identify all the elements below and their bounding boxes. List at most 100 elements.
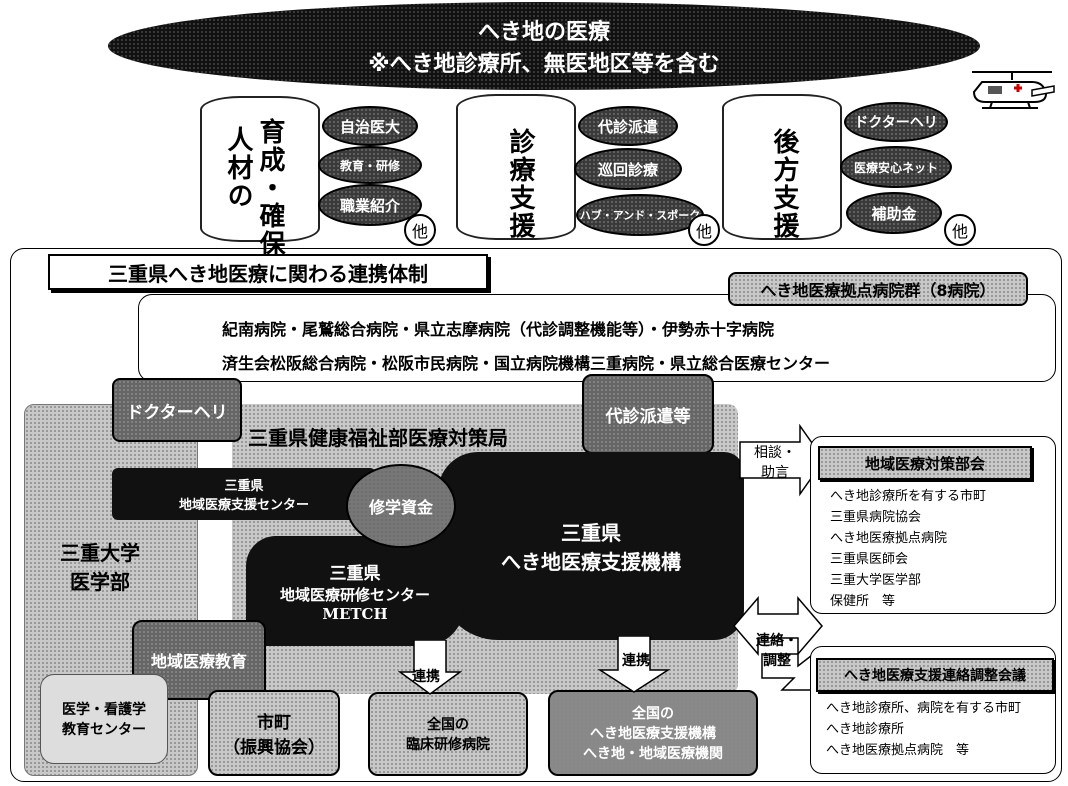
pillar1-vertical-right: 育成・確保 <box>255 118 285 258</box>
nursing-center-line2: 教育センター <box>62 722 146 738</box>
pillar2-item-hub-label: ハブ・アンド・スポーク <box>579 209 701 222</box>
national-support-line1: 全国の <box>632 706 674 722</box>
regional-council-member: 保健所 等 <box>830 594 896 609</box>
pillar3-item-heli-label: ドクターヘリ <box>854 115 938 131</box>
base-hospitals-box <box>138 294 1056 382</box>
scholarship-bubble: 修学資金 <box>346 464 456 548</box>
coordinate-label: 連絡・ 調整 <box>752 628 802 672</box>
pillar3-etc: 他 <box>944 214 976 246</box>
pillar1-item-kyoiku-label: 教育・研修 <box>339 158 400 173</box>
base-hospitals-line1: 紀南病院・尾鷲総合病院・県立志摩病院（代診調整機能等）・伊勢赤十字病院 <box>222 320 775 339</box>
mie-univ-label: 三重大学 医学部 <box>40 536 160 596</box>
base-hospitals-line2: 済生会松阪総合病院・松阪市民病院・国立病院機構三重病院・県立総合医療センター <box>222 354 831 373</box>
metch-line1: 三重県 <box>329 564 381 584</box>
regional-support-center-line2: 地域医療支援センター <box>178 498 309 513</box>
pillar2-item-junkai: 巡回診療 <box>574 148 682 190</box>
pillar3-item-heli: ドクターヘリ <box>844 102 948 142</box>
dispatch-label: 代診派遣等 <box>605 406 691 427</box>
pillar2-etc: 他 <box>688 214 720 246</box>
metch-box: 三重県 地域医療研修センター METCH <box>246 536 464 646</box>
municipality-box: 市町 （振興協会） <box>208 690 340 776</box>
pillar-koho <box>722 94 842 240</box>
pillar1-etc: 他 <box>404 214 436 246</box>
regional-council-member: へき地医療拠点病院 <box>830 531 948 546</box>
dispatch-box: 代診派遣等 <box>582 374 714 454</box>
pillar1-etc-label: 他 <box>411 222 428 241</box>
pillar2-etc-label: 他 <box>695 222 712 241</box>
pillar2-item-hub: ハブ・アンド・スポーク <box>576 194 704 236</box>
clinical-hospitals-box: 全国の 臨床研修病院 <box>368 692 528 776</box>
pillar1-item-kyoiku: 教育・研修 <box>318 146 422 184</box>
regional-education-label: 地域医療教育 <box>150 652 247 671</box>
pillar-jinzai <box>200 96 320 242</box>
framework-title: 三重県へき地医療に関わる連携体制 <box>48 254 488 290</box>
renkei-right-label: 連携 <box>622 653 650 669</box>
mie-univ-line1: 三重大学 <box>60 541 140 565</box>
support-org-line1: 三重県 <box>561 521 621 545</box>
scholarship-label: 修学資金 <box>368 498 433 517</box>
national-support-box: 全国の へき地医療支援機構 へき地・地域医療機関 <box>548 690 758 776</box>
top-ellipse: へき地の医療 ※へき地診療所、無医地区等を含む <box>108 2 980 90</box>
pillar1-vertical-left: 人材の <box>223 126 253 210</box>
pillar1-item-shokugyo: 職業紹介 <box>318 184 422 226</box>
regional-council-label: 地域医療対策部会 <box>818 446 1032 480</box>
pillar3-item-hojokin-label: 補助金 <box>871 204 917 223</box>
pillar1-item-shokugyo-label: 職業紹介 <box>339 196 400 215</box>
pillar3-item-net-label: 医療安心ネット <box>853 160 938 175</box>
pillar-shinryo <box>456 94 576 240</box>
pillar2-item-daishin-label: 代診派遣 <box>597 117 658 136</box>
pillar3-item-net: 医療安心ネット <box>840 146 952 188</box>
municipality-line2: （振興協会） <box>223 738 325 758</box>
regional-council-member: 三重大学医学部 <box>830 573 922 588</box>
coordinate-line1: 連絡・ <box>756 633 798 649</box>
pillar3-vertical: 後方支援 <box>769 128 799 240</box>
coordination-meeting-label: へき地医療支援連絡調整会議 <box>816 658 1054 692</box>
regional-council-members: へき地診療所を有する市町 三重県病院協会 へき地医療拠点病院 三重県医師会 三重… <box>830 486 986 612</box>
doctor-heli-label: ドクターヘリ <box>126 402 228 423</box>
base-hospitals-label-text: へき地医療拠点病院群（8病院） <box>760 281 996 300</box>
national-support-line3: へき地・地域医療機関 <box>583 746 723 762</box>
pillar2-item-daishin: 代診派遣 <box>578 106 678 146</box>
bureau-title: 三重県健康福祉部医療対策局 <box>248 426 508 450</box>
coordination-meeting-member: へき地診療所、病院を有する市町 <box>826 701 1022 716</box>
regional-council-member: 三重県病院協会 <box>830 510 922 525</box>
coordinate-arrow <box>733 596 823 691</box>
nursing-center-box: 医学・看護学 教育センター <box>40 674 168 764</box>
pillar3-item-hojokin: 補助金 <box>846 192 942 234</box>
pillar1-item-jichi-label: 自治医大 <box>339 117 400 136</box>
consult-line2: 助言 <box>761 465 789 481</box>
metch-line2: 地域医療研修センター <box>279 586 430 604</box>
regional-council-label-text: 地域医療対策部会 <box>864 454 985 473</box>
framework-title-text: 三重県へき地医療に関わる連携体制 <box>108 261 428 286</box>
coordination-meeting-label-text: へき地医療支援連絡調整会議 <box>844 668 1026 684</box>
clinical-hospitals-line1: 全国の <box>427 717 469 733</box>
regional-support-center: 三重県 地域医療支援センター <box>112 468 376 520</box>
top-title: へき地の医療 <box>477 20 610 45</box>
metch-line3: METCH <box>322 605 388 623</box>
top-subtitle: ※へき地診療所、無医地区等を含む <box>368 52 720 77</box>
renkei-right-arrow <box>598 636 670 693</box>
coordination-meeting-members: へき地診療所、病院を有する市町 へき地診療所 へき地医療拠点病院 等 <box>826 698 1021 761</box>
clinical-hospitals-line2: 臨床研修病院 <box>406 737 490 753</box>
regional-council-member: 三重県医師会 <box>830 552 909 567</box>
pillar2-vertical: 診療支援 <box>505 128 535 240</box>
regional-education-box: 地域医療教育 <box>132 620 266 700</box>
doctor-heli-box: ドクターヘリ <box>112 378 242 442</box>
coordinate-line2: 調整 <box>763 653 791 669</box>
consult-label: 相談・ 助言 <box>748 440 802 484</box>
municipality-line1: 市町 <box>257 713 291 733</box>
base-hospitals-label: へき地医療拠点病院群（8病院） <box>728 272 1028 306</box>
pillar2-item-junkai-label: 巡回診療 <box>597 160 658 179</box>
framework-border <box>10 248 1062 782</box>
mie-univ-line2: 医学部 <box>70 570 130 594</box>
support-org-box: 三重県 へき地医療支援機構 <box>438 452 744 640</box>
renkei-left-label: 連携 <box>412 669 440 685</box>
pillar3-etc-label: 他 <box>951 222 968 241</box>
helicopter-icon <box>972 71 1055 109</box>
nursing-center-line1: 医学・看護学 <box>62 702 146 718</box>
coordination-meeting-member: へき地医療拠点病院 等 <box>826 743 970 758</box>
pillar1-item-jichi: 自治医大 <box>322 106 418 146</box>
regional-support-center-line1: 三重県 <box>224 479 264 494</box>
coordination-meeting-member: へき地診療所 <box>826 722 905 737</box>
regional-council-member: へき地診療所を有する市町 <box>830 489 987 504</box>
